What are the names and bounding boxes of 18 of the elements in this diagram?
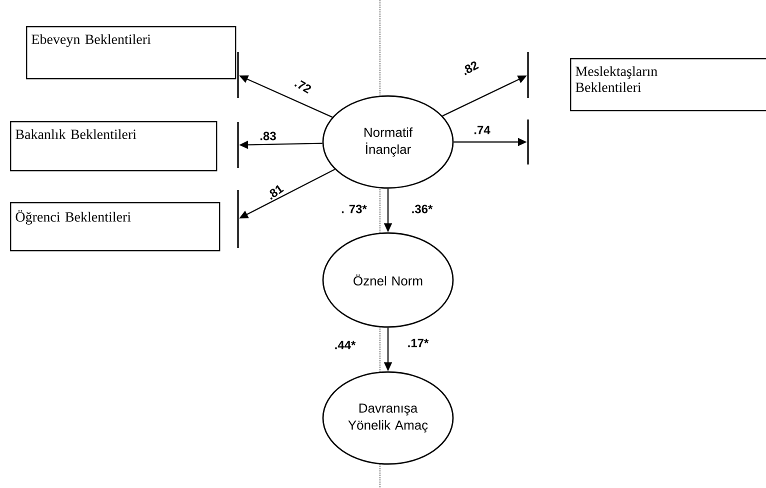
edge-label: .72 (292, 76, 314, 96)
text-box: Öğrenci Beklentileri (10, 202, 220, 252)
edge-label: .82 (459, 58, 481, 78)
box-edge-bar (237, 52, 239, 98)
edge-label: .83 (258, 130, 278, 142)
edge-label: .36* (410, 204, 434, 214)
path-coefficient: . 73* (340, 204, 368, 214)
box-edge-bar (527, 52, 529, 98)
box-edge-bar (237, 122, 239, 168)
box-edge-bar (237, 190, 239, 248)
path-coefficient: .44* (333, 340, 357, 350)
edge-label: .17* (406, 338, 430, 348)
text-box: Bakanlık Beklentileri (10, 121, 218, 172)
edge-label: .81 (264, 182, 286, 202)
text-box: Ebeveyn Beklentileri (26, 26, 236, 80)
text-box: Meslektaşların Beklentileri (570, 58, 766, 112)
edge-label: .74 (472, 124, 492, 136)
box-edge-bar (527, 120, 529, 164)
